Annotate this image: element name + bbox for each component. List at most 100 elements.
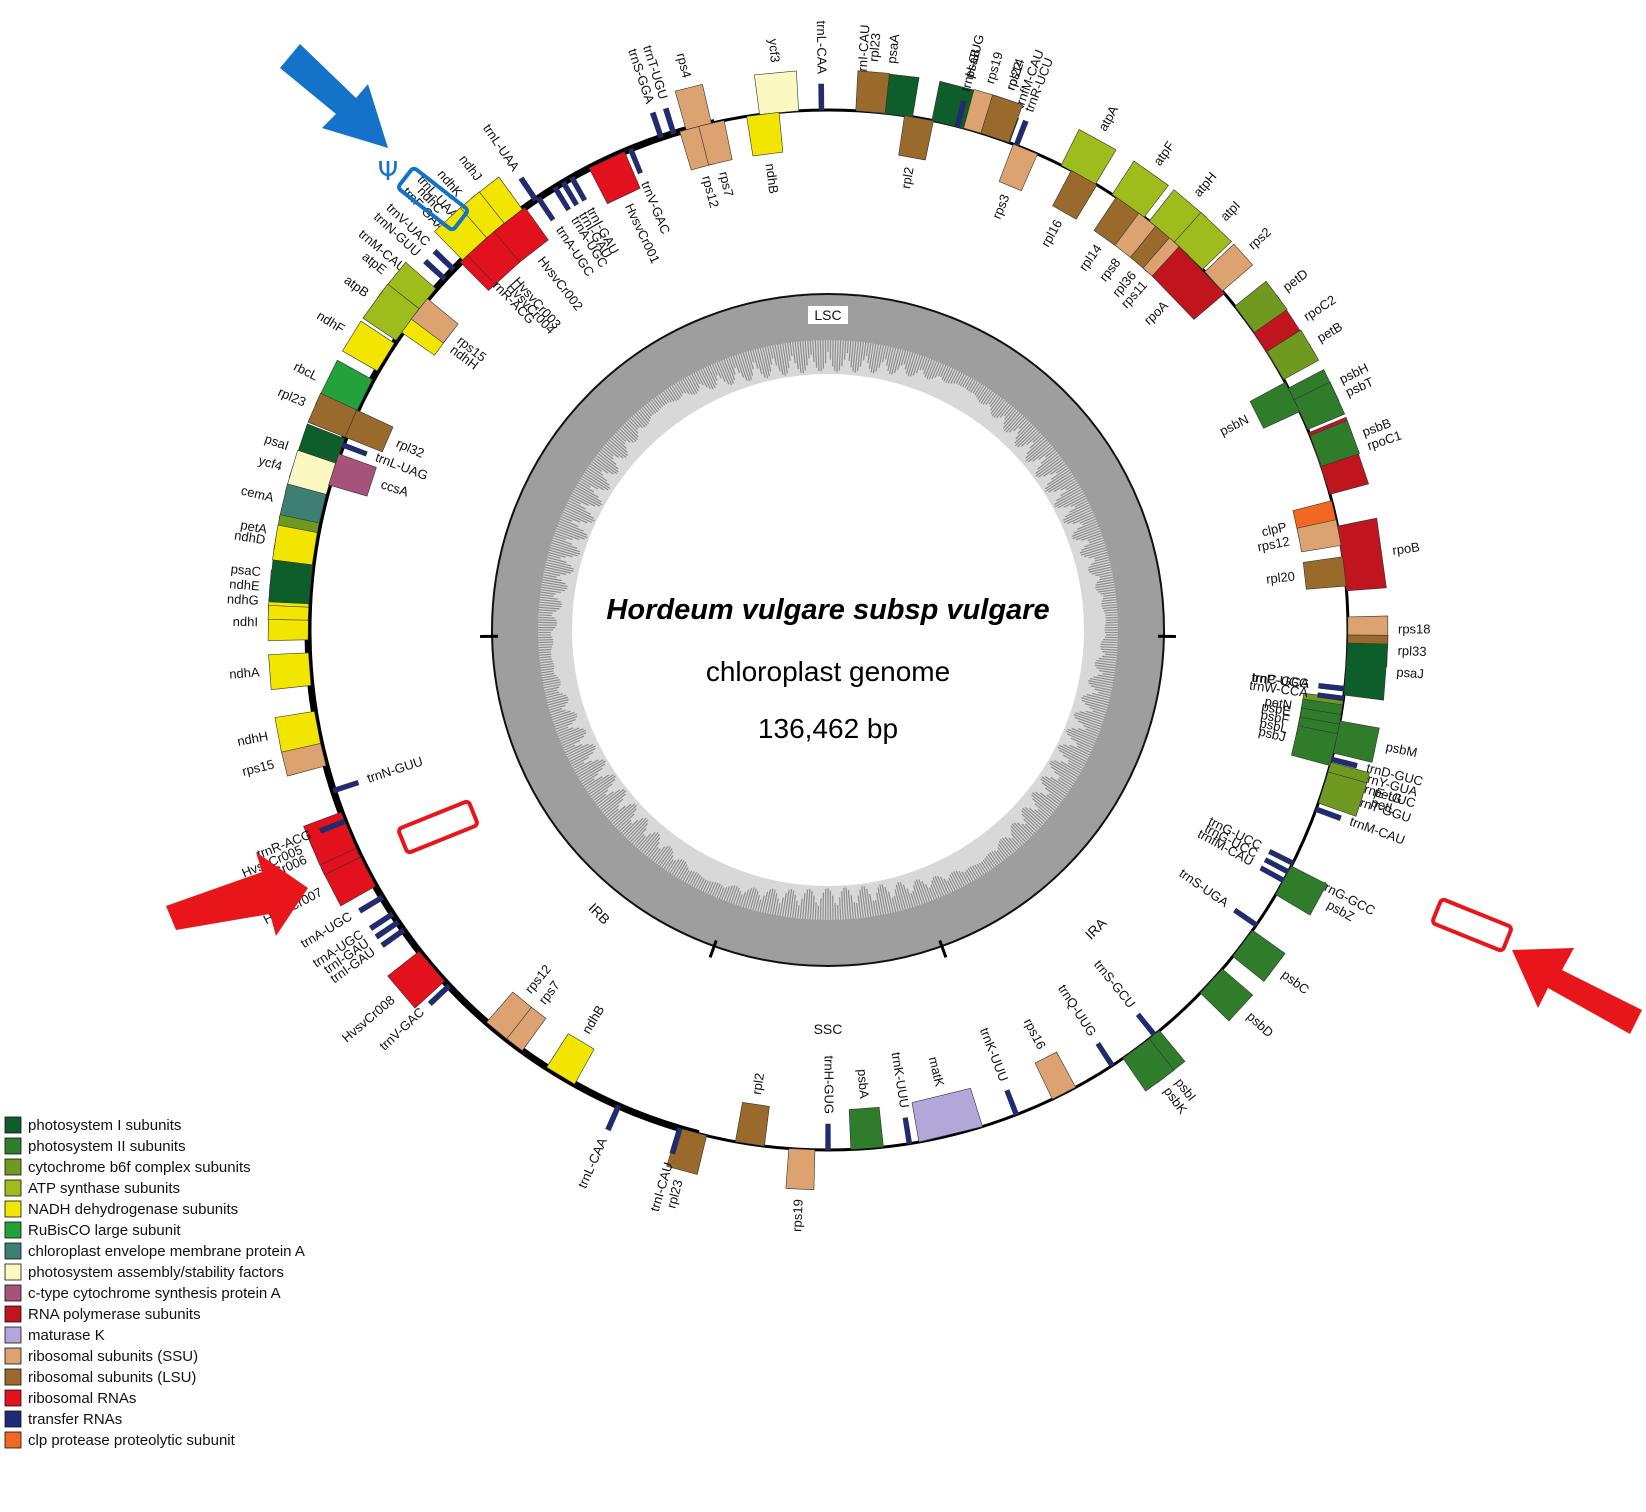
gene-label: petB <box>1314 319 1345 346</box>
gene-block <box>410 298 459 344</box>
gc-tick <box>538 619 557 622</box>
gc-tick <box>931 361 940 380</box>
gc-tick <box>730 356 736 369</box>
gc-tick <box>570 751 594 765</box>
gc-tick <box>639 409 651 422</box>
gene-label: rpoA <box>1141 298 1171 328</box>
gc-tick <box>594 457 618 475</box>
gc-tick <box>747 887 755 909</box>
gc-tick <box>733 355 741 374</box>
legend-swatch <box>4 1200 22 1218</box>
gc-tick <box>1025 441 1049 462</box>
gc-tick <box>834 340 837 371</box>
gc-tick <box>779 897 784 917</box>
gc-tick <box>921 881 931 902</box>
gene-label: clpP <box>1260 519 1288 539</box>
gene-block <box>898 115 934 161</box>
gc-tick <box>1088 680 1113 686</box>
gc-tick <box>541 586 565 592</box>
gene-label: rps18 <box>1398 621 1431 636</box>
gene-block <box>1122 1038 1175 1092</box>
gc-tick <box>1088 682 1113 689</box>
gc-tick <box>665 859 674 871</box>
gc-tick <box>1094 556 1109 562</box>
gc-tick <box>1003 410 1019 429</box>
region-label-irb: IRB <box>586 900 614 928</box>
gc-tick <box>737 894 743 906</box>
gc-tick <box>603 445 620 458</box>
gc-tick <box>1060 480 1077 491</box>
gc-tick <box>1073 714 1103 725</box>
gc-tick <box>652 846 666 862</box>
gc-tick <box>1101 655 1117 659</box>
gc-tick <box>558 520 584 532</box>
gene-rps4: rps4 <box>674 51 712 131</box>
gc-tick <box>923 358 931 375</box>
gc-tick <box>723 359 734 384</box>
gene-label: psaB <box>961 47 983 79</box>
gc-tick <box>749 888 757 910</box>
gene-block <box>735 1101 770 1147</box>
gc-tick <box>1102 672 1115 676</box>
gene-label: ycf4 <box>257 453 284 474</box>
gc-tick <box>1086 693 1110 701</box>
gc-tick <box>655 396 664 407</box>
gc-tick <box>1096 586 1115 591</box>
gc-tick <box>542 679 561 684</box>
gc-tick <box>839 897 842 920</box>
gc-tick <box>635 835 647 848</box>
gc-tick <box>1056 486 1081 502</box>
gc-tick <box>872 900 877 917</box>
gene-label: psbA <box>855 1068 872 1099</box>
gc-tick <box>1045 473 1073 492</box>
gene-label: matK <box>926 1055 948 1088</box>
gc-tick <box>707 881 714 895</box>
gc-tick <box>579 763 606 780</box>
gc-tick <box>1050 776 1071 791</box>
gene-label: rbcL <box>291 359 320 384</box>
gc-tick <box>624 818 644 838</box>
gc-tick <box>1077 745 1092 754</box>
gene-label: trnN-GUU <box>365 754 425 786</box>
gene-label: psbC <box>1279 967 1312 997</box>
gc-tick <box>552 713 577 723</box>
gene-psaJ: psaJ <box>1343 642 1424 701</box>
gc-tick <box>1058 749 1086 765</box>
gene-label: rpl23 <box>664 1178 686 1210</box>
gene-label: atpA <box>1095 103 1121 134</box>
gc-tick <box>841 340 844 367</box>
gc-tick <box>544 566 572 574</box>
gc-tick <box>733 887 740 905</box>
gc-tick <box>875 344 882 372</box>
gc-tick <box>686 376 698 394</box>
gc-tick <box>667 387 677 402</box>
rpl23-ira-box <box>397 799 479 855</box>
gc-tick <box>693 372 701 385</box>
gc-tick <box>1094 662 1116 666</box>
gc-tick <box>538 643 553 646</box>
gc-tick <box>725 885 733 902</box>
gc-tick <box>718 887 725 900</box>
gene-block <box>674 83 712 131</box>
gc-tick <box>593 459 614 475</box>
gc-tick <box>571 493 596 507</box>
legend-swatch <box>4 1305 22 1323</box>
gc-tick <box>695 371 704 386</box>
gene-label: rps2 <box>1245 224 1274 252</box>
gc-tick <box>1060 761 1081 774</box>
gene-block <box>1302 556 1347 590</box>
red-arrow-right <box>1512 948 1642 1034</box>
gc-tick <box>948 877 956 891</box>
region-boundaries <box>480 634 1176 958</box>
gc-tick <box>585 774 610 791</box>
gene-label: rps19 <box>789 1199 806 1232</box>
gc-tick <box>626 420 639 434</box>
gc-tick <box>539 658 553 661</box>
gc-tick <box>1035 457 1062 477</box>
gc-tick <box>925 884 933 901</box>
gc-tick <box>867 343 872 364</box>
gc-tick <box>704 881 712 894</box>
gc-tick <box>1105 614 1118 617</box>
legend-item: RuBisCO large subunit <box>4 1221 181 1239</box>
gc-tick <box>1062 754 1085 767</box>
